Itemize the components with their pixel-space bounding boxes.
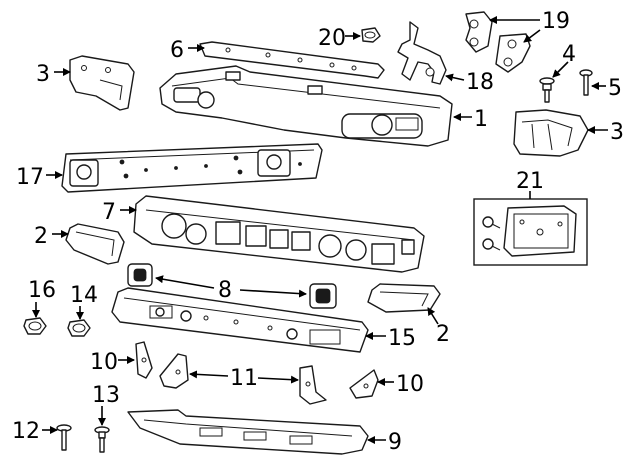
callout-5: 5 xyxy=(591,76,622,101)
part-10-bracket-right xyxy=(349,369,379,399)
callout-18: 18 xyxy=(445,70,494,95)
part-18-tow-hook xyxy=(397,21,447,85)
part-20-nut xyxy=(361,27,381,43)
callout-2-left-label: 2 xyxy=(34,224,48,249)
callout-13-label: 13 xyxy=(92,383,120,408)
callout-13: 13 xyxy=(92,383,120,426)
callout-12: 12 xyxy=(12,419,58,444)
part-12-bolt xyxy=(56,424,72,451)
part-14-nut xyxy=(67,319,91,337)
part-16-nut xyxy=(23,317,47,335)
part-13-push-pin xyxy=(94,426,110,453)
callout-1: 1 xyxy=(453,107,488,132)
part-11-bracket-left xyxy=(159,353,189,389)
part-17-reinforcement-beam xyxy=(61,143,323,193)
callout-21-label: 21 xyxy=(516,169,544,194)
callout-9: 9 xyxy=(367,430,402,455)
callout-10-right-label: 10 xyxy=(396,372,424,397)
callout-6: 6 xyxy=(170,38,205,63)
part-21-kit-box xyxy=(473,198,588,266)
callout-5-label: 5 xyxy=(608,76,622,101)
part-8-grommet-left xyxy=(127,263,153,287)
part-2-left-trim xyxy=(65,223,125,265)
callout-18-label: 18 xyxy=(466,70,494,95)
callout-11-label: 11 xyxy=(230,366,258,391)
callout-3-left-label: 3 xyxy=(36,62,50,87)
callout-14: 14 xyxy=(70,283,98,320)
callout-19-label: 19 xyxy=(542,9,570,34)
callout-10-right: 10 xyxy=(377,372,424,397)
part-4-bolt xyxy=(539,77,555,103)
callout-3-left: 3 xyxy=(36,62,71,87)
callout-7-label: 7 xyxy=(102,200,116,225)
part-3-left-bracket xyxy=(69,55,135,111)
callout-8-label: 8 xyxy=(218,278,232,303)
callout-10-left-label: 10 xyxy=(90,350,118,375)
part-9-skid-plate xyxy=(127,409,369,455)
callout-3-right: 3 xyxy=(587,120,624,145)
callout-4: 4 xyxy=(552,42,576,78)
callout-15: 15 xyxy=(365,326,416,351)
part-2-right-trim xyxy=(367,283,441,313)
callout-2-right: 2 xyxy=(427,307,450,347)
callout-12-label: 12 xyxy=(12,419,40,444)
part-1-bumper-fascia xyxy=(159,65,453,147)
part-11-bracket-right xyxy=(299,365,327,405)
callout-17-label: 17 xyxy=(16,165,44,190)
callout-9-label: 9 xyxy=(388,430,402,455)
callout-7: 7 xyxy=(102,200,137,225)
callout-20: 20 xyxy=(318,26,361,51)
callout-15-label: 15 xyxy=(388,326,416,351)
callout-3-right-label: 3 xyxy=(610,120,624,145)
callout-17: 17 xyxy=(16,165,63,190)
part-7-energy-absorber xyxy=(133,195,425,273)
callout-16-label: 16 xyxy=(28,278,56,303)
part-8-grommet-right xyxy=(309,283,337,309)
callout-2-left: 2 xyxy=(34,224,69,249)
callout-19: 19 xyxy=(489,9,570,43)
callout-16: 16 xyxy=(28,278,56,318)
part-3-right-bracket xyxy=(513,109,589,157)
callout-2-right-label: 2 xyxy=(436,322,450,347)
callout-6-label: 6 xyxy=(170,38,184,63)
part-10-bracket-left xyxy=(135,341,153,379)
callout-21: 21 xyxy=(516,169,544,199)
callout-20-label: 20 xyxy=(318,26,346,51)
callout-4-label: 4 xyxy=(562,42,576,67)
part-21-bolt-lower xyxy=(482,238,501,251)
part-21-bolt-upper xyxy=(482,216,501,229)
part-15-lower-beam xyxy=(111,287,369,353)
callout-14-label: 14 xyxy=(70,283,98,308)
callout-1-label: 1 xyxy=(474,107,488,132)
part-19-brackets xyxy=(465,11,531,73)
callout-11: 11 xyxy=(189,366,299,391)
part-6-upper-strip xyxy=(199,41,385,79)
part-5-bolt xyxy=(579,69,593,96)
callout-10-left: 10 xyxy=(90,350,135,375)
callout-8: 8 xyxy=(155,275,307,303)
